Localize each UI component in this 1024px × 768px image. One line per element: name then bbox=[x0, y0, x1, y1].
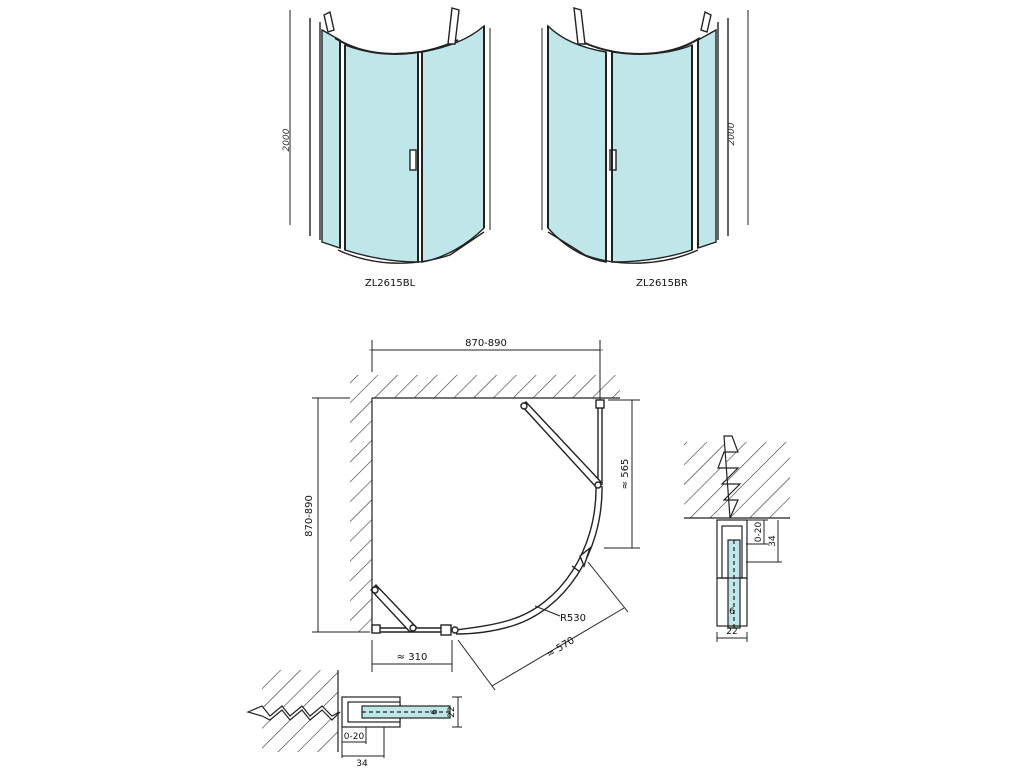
dim-bottom-offset: ≈ 310 bbox=[397, 652, 428, 663]
right-height-label: 2000 bbox=[727, 122, 737, 145]
dim-side-right: ≈ 565 bbox=[620, 459, 631, 490]
dim-radius: R530 bbox=[560, 613, 586, 624]
bp-glass: 6 bbox=[430, 709, 440, 715]
plan-view: 870-890 870-890 ≈ 565 ≈ 310 ≈ 570 R530 bbox=[304, 338, 640, 691]
right-model-label: ZL2615BR bbox=[636, 278, 688, 289]
rp-width: 22 bbox=[726, 627, 737, 637]
view-right-perspective bbox=[541, 7, 749, 264]
rp-glass: 6 bbox=[729, 607, 735, 617]
bp-adjust: 0-20 bbox=[344, 732, 365, 742]
rp-adjust: 0-20 bbox=[754, 522, 764, 543]
left-height-label: 2000 bbox=[282, 128, 292, 151]
profile-detail-bottom: 0-20 34 6 22 bbox=[246, 670, 462, 768]
view-left-perspective bbox=[289, 7, 491, 264]
rp-depth: 34 bbox=[768, 535, 778, 547]
bp-depth: 34 bbox=[356, 759, 368, 768]
left-model-label: ZL2615BL bbox=[365, 278, 416, 289]
dim-diagonal: ≈ 570 bbox=[545, 635, 577, 660]
profile-detail-right: 0-20 34 6 22 bbox=[684, 435, 790, 642]
bp-width: 22 bbox=[447, 706, 457, 717]
dim-width-top: 870-890 bbox=[465, 338, 507, 349]
dim-depth-left: 870-890 bbox=[304, 495, 315, 537]
